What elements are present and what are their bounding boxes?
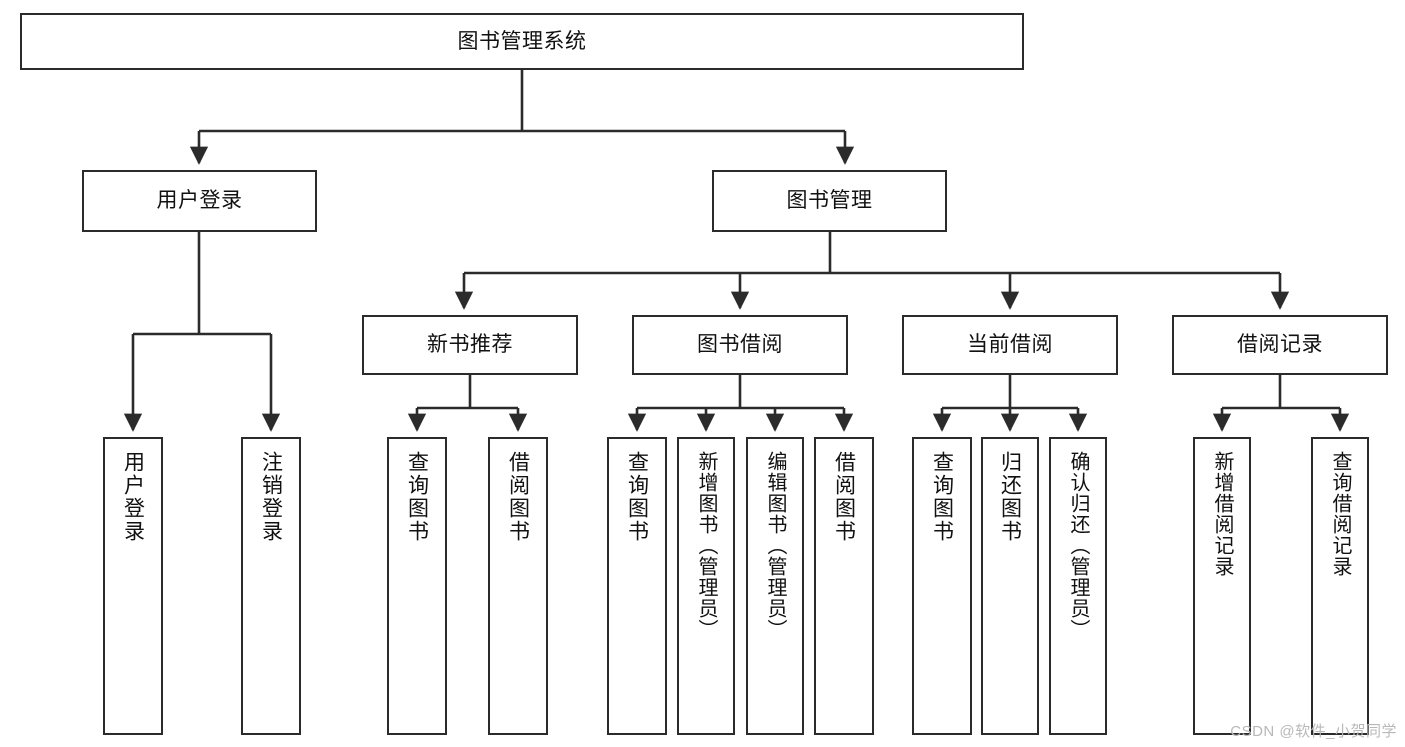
node-root[interactable]: 图书管理系统	[20, 13, 1024, 70]
leaf-borrow-add-book-admin[interactable]: 新增图书（管理员）	[677, 437, 735, 735]
leaf-user-login-login[interactable]: 用户登录	[103, 437, 163, 735]
node-current-borrow[interactable]: 当前借阅	[902, 315, 1118, 375]
csdn-watermark: CSDN @软件_小贺同学	[1230, 723, 1397, 740]
leaf-new-book-borrow[interactable]: 借阅图书	[488, 437, 548, 735]
leaf-borrow-borrow-book[interactable]: 借阅图书	[814, 437, 874, 735]
leaf-new-book-query[interactable]: 查询图书	[387, 437, 447, 735]
leaf-label: 新增图书（管理员）	[695, 451, 717, 640]
leaf-label: 查询图书	[405, 451, 429, 543]
node-user-login[interactable]: 用户登录	[82, 170, 317, 232]
node-root-label: 图书管理系统	[457, 29, 587, 53]
leaf-record-add-record[interactable]: 新增借阅记录	[1193, 437, 1251, 735]
leaf-current-return-book[interactable]: 归还图书	[981, 437, 1039, 735]
leaf-record-query-record[interactable]: 查询借阅记录	[1311, 437, 1369, 735]
node-new-book-recommend-label: 新书推荐	[427, 333, 513, 357]
leaf-borrow-edit-book-admin[interactable]: 编辑图书（管理员）	[746, 437, 804, 735]
leaf-label: 借阅图书	[506, 451, 530, 543]
leaf-label: 编辑图书（管理员）	[764, 451, 786, 640]
leaf-label: 查询图书	[625, 451, 649, 543]
node-new-book-recommend[interactable]: 新书推荐	[362, 315, 578, 375]
leaf-label: 用户登录	[121, 451, 145, 543]
leaf-current-query-book[interactable]: 查询图书	[912, 437, 972, 735]
node-book-borrow[interactable]: 图书借阅	[632, 315, 848, 375]
leaf-label: 查询借阅记录	[1329, 451, 1351, 577]
leaf-label: 查询图书	[930, 451, 954, 543]
node-book-borrow-label: 图书借阅	[697, 333, 783, 357]
leaf-label: 确认归还（管理员）	[1067, 451, 1089, 640]
leaf-label: 新增借阅记录	[1211, 451, 1233, 577]
node-book-management[interactable]: 图书管理	[712, 170, 947, 232]
node-book-management-label: 图书管理	[786, 189, 873, 213]
leaf-label: 注销登录	[259, 451, 283, 543]
node-borrow-record[interactable]: 借阅记录	[1172, 315, 1388, 375]
node-user-login-label: 用户登录	[156, 189, 243, 213]
leaf-user-login-logout[interactable]: 注销登录	[241, 437, 301, 735]
node-borrow-record-label: 借阅记录	[1237, 333, 1323, 357]
leaf-label: 借阅图书	[832, 451, 856, 543]
node-current-borrow-label: 当前借阅	[967, 333, 1053, 357]
leaf-borrow-query-book[interactable]: 查询图书	[607, 437, 667, 735]
leaf-label: 归还图书	[998, 451, 1022, 543]
leaf-current-confirm-return-admin[interactable]: 确认归还（管理员）	[1049, 437, 1107, 735]
